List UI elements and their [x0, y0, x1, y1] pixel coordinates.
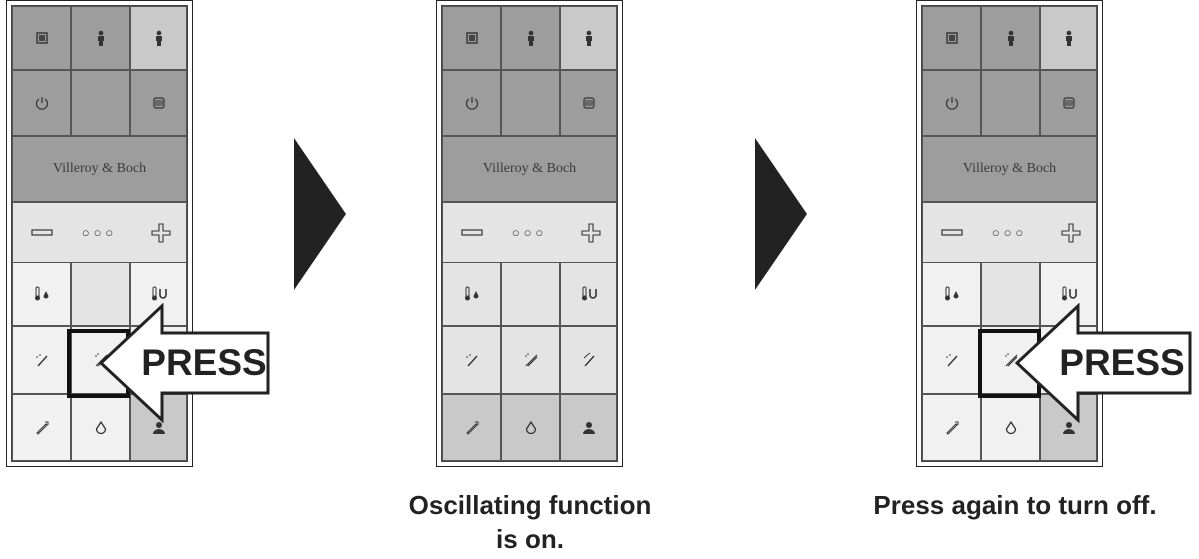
user-front-button[interactable] — [71, 6, 130, 70]
water-temp-button[interactable] — [12, 262, 71, 326]
user-front-button[interactable] — [981, 6, 1040, 70]
menu-button[interactable] — [560, 70, 617, 136]
user-back-button[interactable] — [560, 6, 617, 70]
step-caption: Oscillating function is on. — [408, 490, 652, 554]
water-temp-button[interactable] — [442, 262, 501, 326]
menu-icon — [582, 97, 595, 109]
water-temp-icon — [464, 286, 478, 301]
rear-wash-icon — [35, 354, 48, 367]
rear-wash-button[interactable] — [442, 326, 501, 394]
massage-wash-button[interactable] — [560, 326, 617, 394]
person-front-icon — [527, 30, 534, 46]
oscillating-wash-icon — [524, 353, 537, 367]
plus-icon[interactable] — [581, 223, 601, 243]
screen-button[interactable] — [12, 6, 71, 70]
plus-icon[interactable] — [151, 223, 171, 243]
screen-button[interactable] — [922, 6, 981, 70]
water-drop-icon — [525, 420, 536, 434]
screen-icon — [465, 32, 478, 44]
massage-wash-icon — [583, 352, 595, 367]
dots-indicator: ○○○ — [511, 225, 548, 240]
person-front-icon — [97, 30, 104, 46]
seat-temp-icon — [1061, 286, 1077, 301]
power-button[interactable] — [442, 70, 501, 136]
menu-icon — [1062, 97, 1075, 109]
water-temp-icon — [944, 286, 958, 301]
power-button[interactable] — [922, 70, 981, 136]
plus-icon[interactable] — [1061, 223, 1081, 243]
power-icon — [465, 97, 478, 110]
power-icon — [35, 97, 48, 110]
lady-wash-icon — [35, 421, 48, 435]
person-back-icon — [1065, 30, 1072, 46]
dots-indicator: ○○○ — [81, 225, 118, 240]
blank-tile — [501, 262, 560, 326]
remote-face: Villeroy & Boch ○○○ — [921, 5, 1098, 462]
user-icon — [1062, 421, 1075, 434]
power-button[interactable] — [12, 70, 71, 136]
press-arrow — [1014, 303, 1192, 423]
press-label: PRESS — [141, 342, 267, 383]
person-front-icon — [1007, 30, 1014, 46]
dots-indicator: ○○○ — [991, 225, 1028, 240]
seat-temp-icon — [151, 286, 167, 301]
press-arrow — [98, 303, 270, 423]
water-temp-icon — [34, 286, 48, 301]
blank-button[interactable] — [501, 70, 560, 136]
rear-wash-button[interactable] — [12, 326, 71, 394]
minus-icon[interactable] — [461, 229, 483, 237]
user-icon — [152, 421, 165, 434]
next-step-arrow — [294, 138, 346, 290]
person-back-icon — [585, 30, 592, 46]
oscillating-wash-button[interactable] — [501, 326, 560, 394]
screen-button[interactable] — [442, 6, 501, 70]
user-back-button[interactable] — [1040, 6, 1097, 70]
person-back-icon — [155, 30, 162, 46]
user-profile-button[interactable] — [560, 394, 617, 461]
water-drop-icon — [95, 420, 106, 434]
rear-wash-button[interactable] — [922, 326, 981, 394]
menu-button[interactable] — [130, 70, 187, 136]
menu-icon — [152, 97, 165, 109]
brand-label: Villeroy & Boch — [12, 136, 187, 202]
press-label: PRESS — [1059, 342, 1185, 383]
rear-wash-icon — [945, 354, 958, 367]
minus-icon[interactable] — [31, 229, 53, 237]
power-icon — [945, 97, 958, 110]
seat-temp-button[interactable] — [560, 262, 617, 326]
water-temp-button[interactable] — [922, 262, 981, 326]
next-step-arrow — [755, 138, 807, 290]
seat-temp-icon — [581, 286, 597, 301]
minus-icon[interactable] — [941, 229, 963, 237]
brand-label: Villeroy & Boch — [442, 136, 617, 202]
lady-wash-icon — [465, 421, 478, 435]
water-drop-button[interactable] — [501, 394, 560, 461]
lady-wash-button[interactable] — [12, 394, 71, 461]
water-drop-icon — [1005, 420, 1016, 434]
remote-face: Villeroy & Boch ○○○ — [441, 5, 618, 462]
blank-button[interactable] — [981, 70, 1040, 136]
brand-label: Villeroy & Boch — [922, 136, 1097, 202]
water-drop-button[interactable] — [71, 394, 130, 461]
screen-icon — [945, 32, 958, 44]
blank-tile — [981, 262, 1040, 326]
menu-button[interactable] — [1040, 70, 1097, 136]
user-icon — [582, 421, 595, 434]
lady-wash-icon — [945, 421, 958, 435]
screen-icon — [35, 32, 48, 44]
level-controls: ○○○ — [922, 202, 1097, 262]
level-controls: ○○○ — [442, 202, 617, 262]
step-caption: Press again to turn off. — [873, 490, 1157, 520]
oscillating-wash-icon — [1004, 353, 1017, 367]
level-controls: ○○○ — [12, 202, 187, 262]
lady-wash-button[interactable] — [922, 394, 981, 461]
blank-tile — [71, 262, 130, 326]
user-front-button[interactable] — [501, 6, 560, 70]
rear-wash-icon — [465, 354, 478, 367]
blank-button[interactable] — [71, 70, 130, 136]
lady-wash-button[interactable] — [442, 394, 501, 461]
remote-panel-2: Villeroy & Boch ○○○ — [436, 0, 623, 467]
user-back-button[interactable] — [130, 6, 187, 70]
